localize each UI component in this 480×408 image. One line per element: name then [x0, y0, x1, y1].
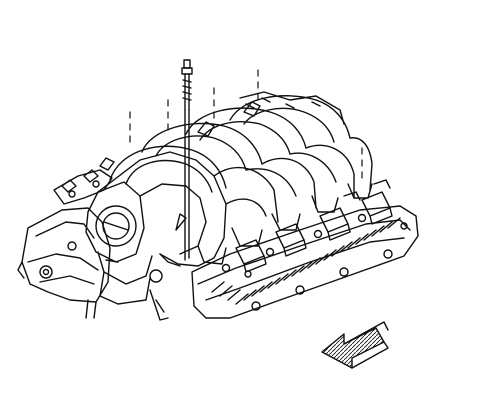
plenum-top [197, 91, 345, 137]
bolt-leader-lines [129, 69, 363, 179]
fuel-rail-left [53, 157, 115, 205]
manifold-bolt [181, 59, 193, 261]
engine-block [17, 207, 119, 319]
ignition-coils [235, 179, 393, 273]
manifold-base [97, 151, 227, 267]
valve-cover [191, 205, 419, 319]
throttle-body [85, 181, 169, 321]
direction-arrow [321, 321, 389, 369]
